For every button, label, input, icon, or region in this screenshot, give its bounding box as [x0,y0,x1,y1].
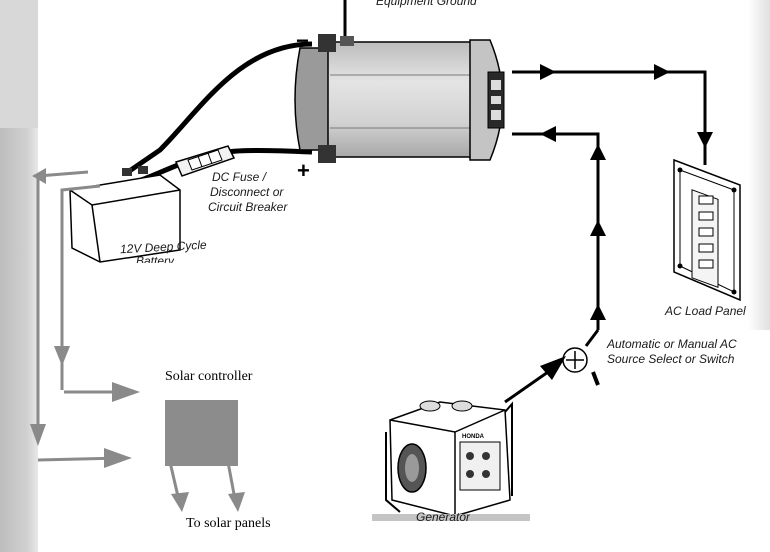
ac-output-arrow-2 [654,64,670,80]
ac-load-panel [673,158,741,302]
solar-wiring-arrows [36,170,238,506]
gray-arrowhead-down-1 [54,346,70,366]
left-top-bar [0,0,38,128]
generator-brand: HONDA [462,434,485,440]
generator [385,400,513,517]
dc-fuse-label-line1: DC Fuse / [212,170,267,184]
gray-arrowhead-right-2 [104,448,132,468]
ac-input-arrow-up-1 [590,144,606,160]
solar-controller-box [165,400,238,466]
generator-caption-bar [372,514,530,521]
ac-output-arrow-1 [540,64,556,80]
gray-arrowhead-down-3 [171,492,189,512]
dc-fuse-label-line3: Circuit Breaker [208,200,288,214]
generator-label: Generator [416,510,471,521]
inverter [294,34,505,163]
transfer-switch [562,329,770,386]
negative-polarity-mark: − [296,28,309,53]
equipment-ground-label: Equipment Ground [376,0,477,8]
ac-output-line [512,70,707,165]
positive-dc-cable [227,148,313,155]
source-select-label-line2: Source Select or Switch [607,352,735,366]
source-select-label-line1: Automatic or Manual AC [607,337,737,351]
gray-arrowhead-right-1 [112,382,140,402]
ac-output-arrow-down [697,132,713,148]
gray-arrowhead-left-1 [32,168,46,184]
ac-input-arrow-up-3 [590,304,606,320]
generator-feed-line [504,370,549,404]
ac-input-arrow-up-2 [590,220,606,236]
ac-input-arrow-left [540,126,556,142]
positive-polarity-mark: + [297,158,310,183]
to-solar-panels-label: To solar panels [186,516,271,531]
negative-dc-cable [126,41,313,175]
dc-fuse-label-line2: Disconnect or [210,185,284,199]
solar-controller-label: Solar controller [165,369,253,384]
dc-fuse [174,145,236,177]
gray-arrowhead-down-2 [30,424,46,446]
battery-label-line2: Battery [136,254,175,263]
generator-feed-arrow [540,356,566,380]
right-margin-bar [748,0,770,330]
gray-arrowhead-down-4 [228,492,245,512]
ac-input-line [512,132,600,330]
battery [69,166,181,263]
ac-load-panel-label: AC Load Panel [665,304,746,318]
